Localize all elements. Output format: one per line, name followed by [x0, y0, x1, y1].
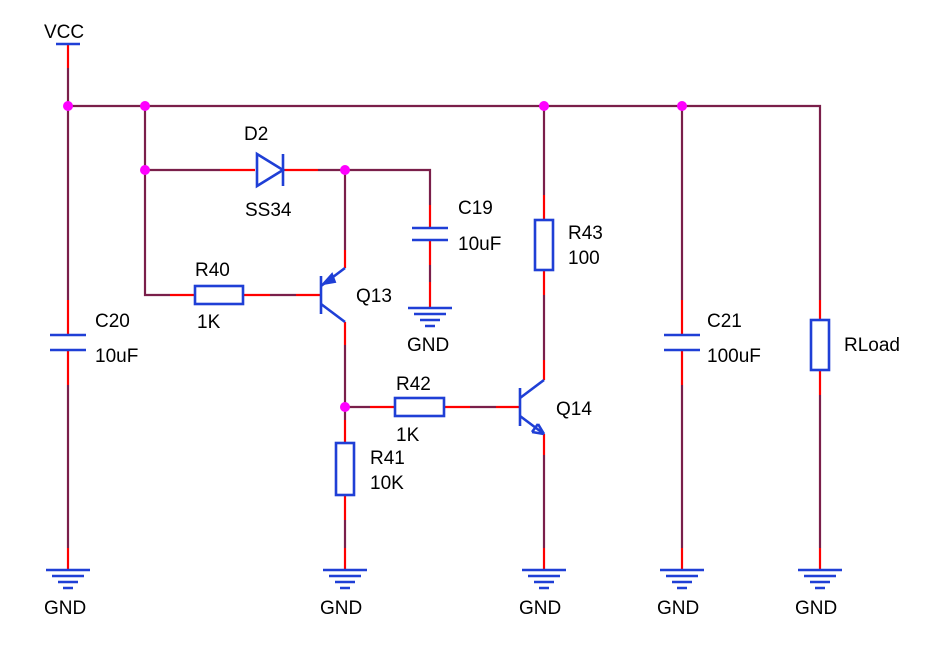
r41-value-label: 10K	[370, 473, 404, 494]
d2-value-label: SS34	[245, 200, 292, 221]
gnd-symbol-rload	[798, 568, 842, 590]
junction-dot	[63, 101, 73, 111]
r43-value-label: 100	[568, 248, 600, 269]
r40-ref-label: R40	[195, 260, 230, 281]
r41-resistor	[334, 441, 356, 497]
labels: VCC D2 SS34 C19 10uF R40 1K Q13 GND R43 …	[44, 22, 900, 619]
c21-ref-label: C21	[707, 311, 742, 332]
c19-value-label: 10uF	[458, 234, 501, 255]
rload-ref-label: RLoad	[844, 335, 900, 356]
wire-diode-row	[145, 168, 432, 205]
vcc-rail	[68, 104, 822, 300]
wire-left-bus	[143, 106, 170, 297]
gnd-symbol-r41	[323, 568, 367, 590]
c20-value-label: 10uF	[95, 346, 138, 367]
r43-ref-label: R43	[568, 223, 603, 244]
c20-ref-label: C20	[95, 311, 130, 332]
junctions	[63, 101, 687, 412]
gnd-label-c19: GND	[407, 335, 449, 356]
c20-capacitor	[50, 333, 86, 352]
r43-resistor	[533, 218, 555, 272]
r40-value-label: 1K	[197, 312, 221, 333]
c21-value-label: 100uF	[707, 346, 761, 367]
c19-capacitor	[412, 226, 448, 242]
junction-dot	[539, 101, 549, 111]
junction-dot	[140, 165, 150, 175]
r42-resistor	[393, 396, 446, 418]
rload-resistor	[809, 318, 831, 372]
gnd-symbol-q14	[522, 568, 566, 590]
gnd-symbol-c19	[408, 306, 452, 328]
pins	[66, 44, 822, 570]
gnd-symbol-c20	[46, 568, 90, 590]
junction-dot	[677, 101, 687, 111]
r42-ref-label: R42	[396, 374, 431, 395]
q13-transistor	[319, 266, 346, 324]
gnd-label-rload: GND	[795, 598, 837, 619]
r42-value-label: 1K	[396, 425, 420, 446]
gnd-label-c21: GND	[657, 598, 699, 619]
junction-dot	[340, 165, 350, 175]
gnd-label-c20: GND	[44, 598, 86, 619]
r40-resistor	[193, 284, 245, 306]
vcc-label: VCC	[44, 22, 84, 43]
gnd-symbol-c21	[660, 568, 704, 590]
c21-capacitor	[664, 333, 700, 352]
gnd-label-q14: GND	[519, 598, 561, 619]
d2-ref-label: D2	[244, 124, 268, 145]
q14-ref-label: Q14	[556, 399, 592, 420]
junction-dot	[140, 101, 150, 111]
gnd-label-r41: GND	[320, 598, 362, 619]
c19-ref-label: C19	[458, 198, 493, 219]
r41-ref-label: R41	[370, 448, 405, 469]
q13-ref-label: Q13	[356, 286, 392, 307]
junction-dot	[340, 402, 350, 412]
q14-transistor	[518, 378, 546, 436]
d2-diode	[255, 151, 286, 189]
